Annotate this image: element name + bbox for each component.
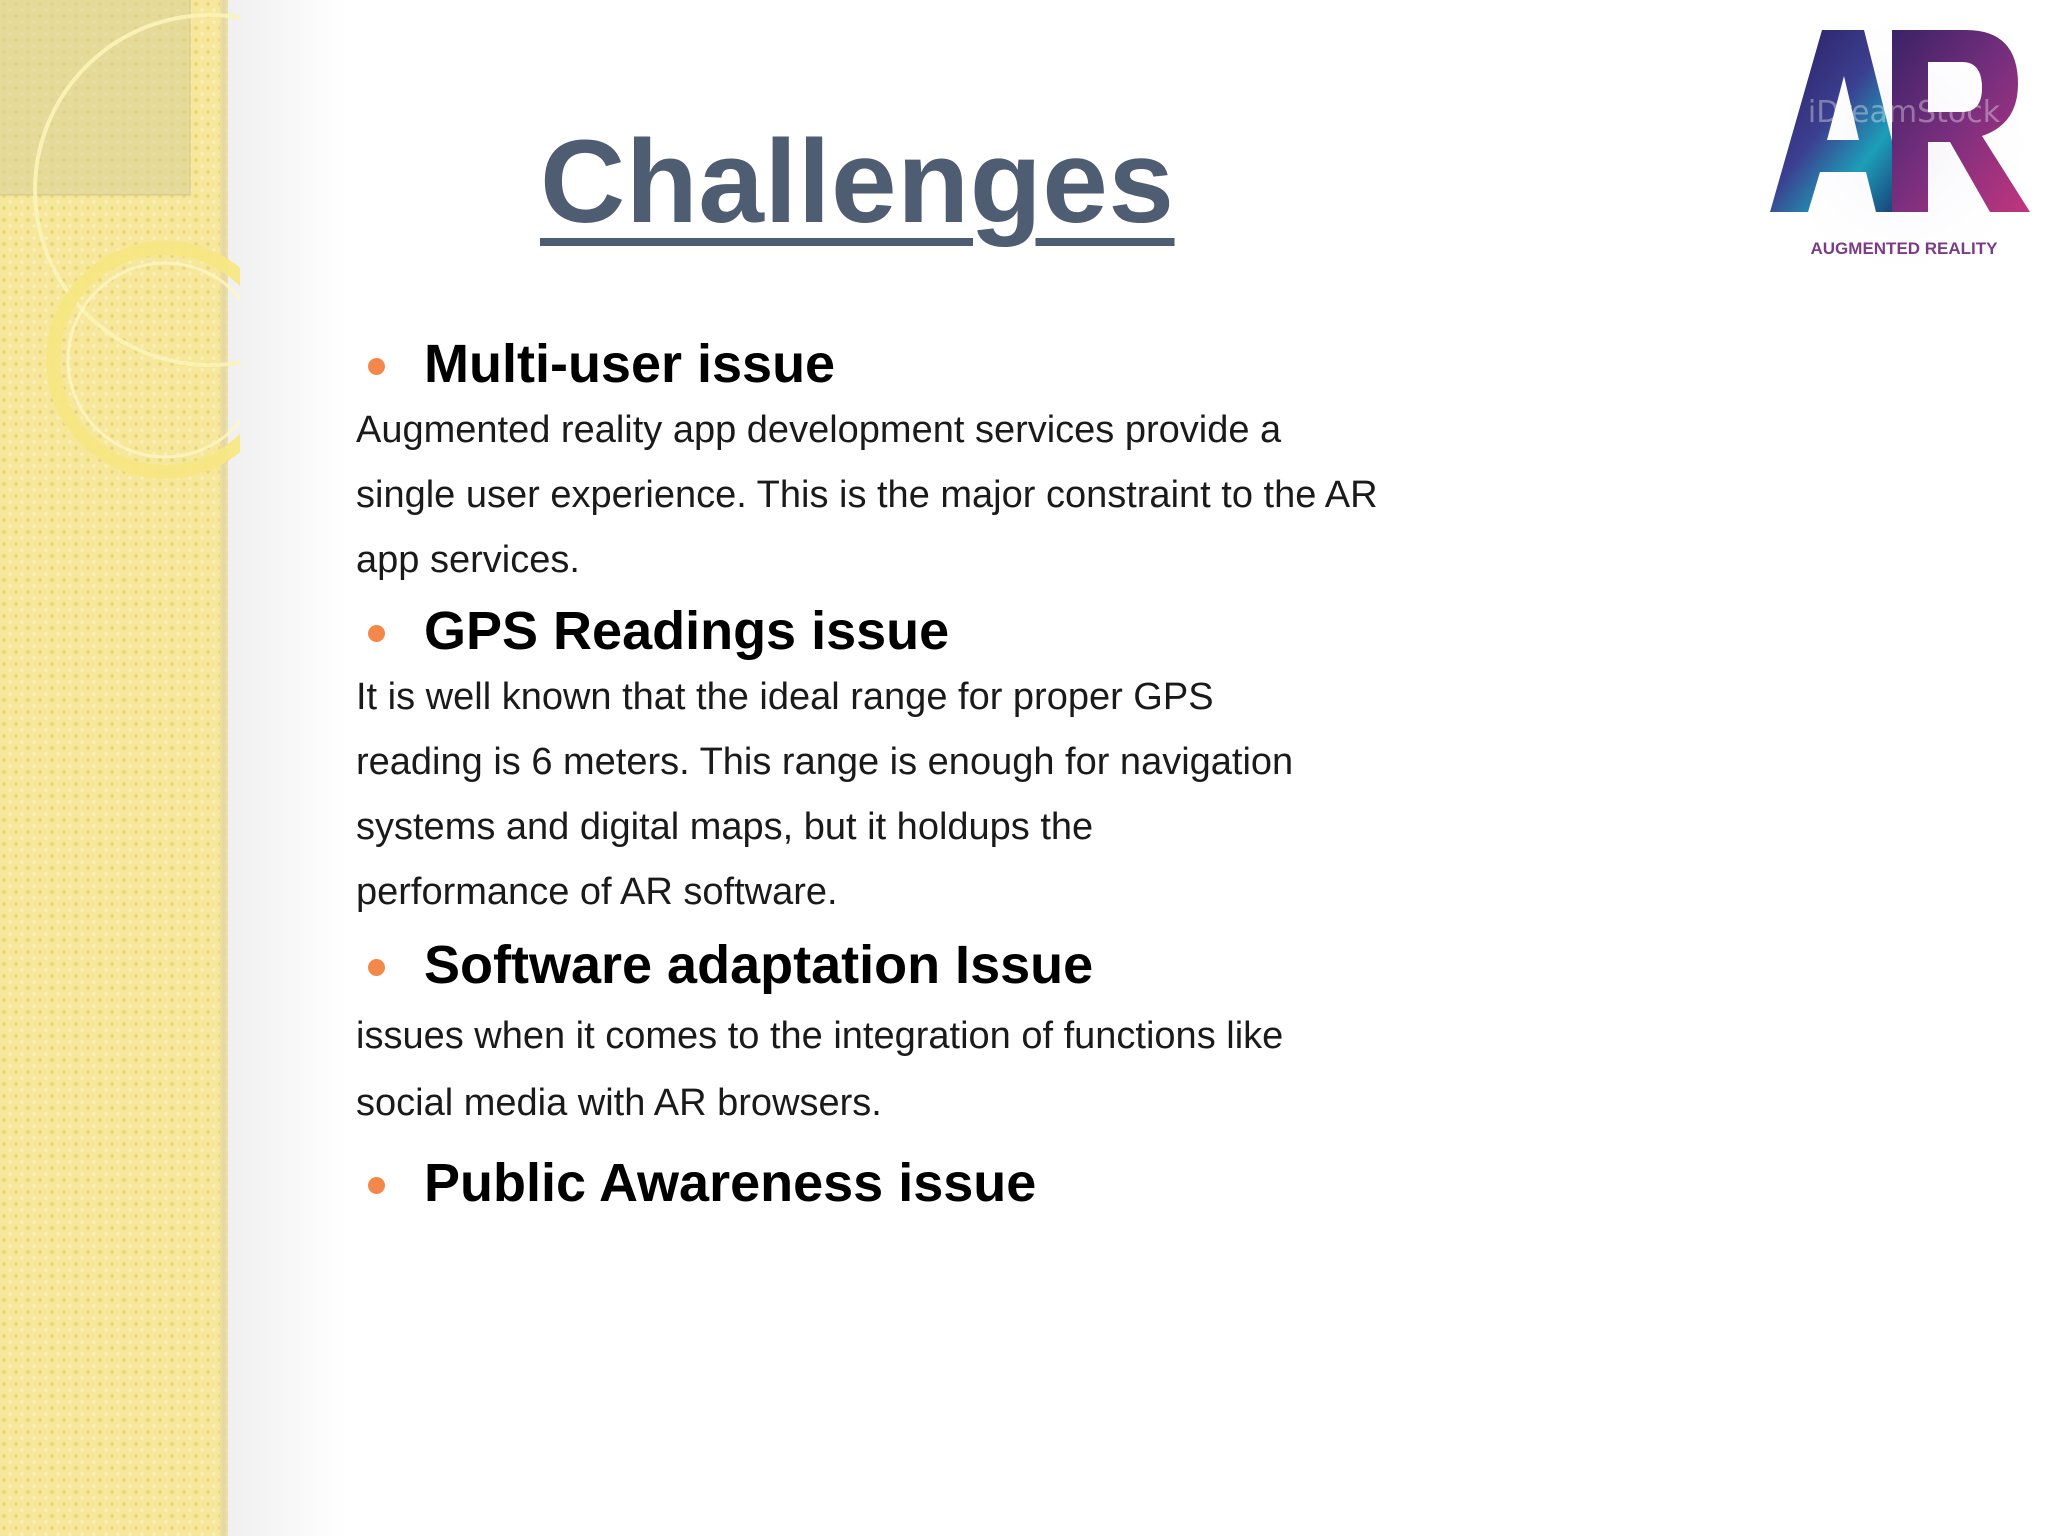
bullet-heading-row: Software adaptation Issue (356, 931, 1496, 999)
bullet-list: Multi-user issue Augmented reality app d… (356, 330, 1496, 1217)
bullet-heading-row: Multi-user issue (356, 330, 1496, 398)
bullet-heading: GPS Readings issue (424, 601, 950, 661)
bullet-heading: Multi-user issue (424, 334, 836, 394)
body-line: issues when it comes to the integration … (356, 1015, 1284, 1057)
bullet-heading: Software adaptation Issue (424, 935, 1094, 995)
body-line: Augmented reality app development servic… (356, 409, 1282, 451)
body-line: It is well known that the ideal range fo… (356, 676, 1214, 718)
bullet-body: issues when it comes to the integration … (356, 1003, 1496, 1137)
svg-text:AUGMENTED REALITY: AUGMENTED REALITY (1811, 239, 1999, 258)
body-line: reading is 6 meters. This range is enoug… (356, 741, 1294, 783)
bullet-body: Augmented reality app development servic… (356, 398, 1496, 593)
decorative-circles (0, 0, 240, 479)
body-line: performance of AR software. (356, 871, 838, 913)
bullet-section-public-awareness: Public Awareness issue (356, 1149, 1496, 1217)
bullet-section-software-adaptation: Software adaptation Issue issues when it… (356, 931, 1496, 1137)
slide-title: Challenges (540, 116, 1175, 248)
body-line: single user experience. This is the majo… (356, 474, 1378, 516)
svg-text:iDreamStock: iDreamStock (1808, 95, 2001, 130)
bullet-heading: Public Awareness issue (424, 1153, 1037, 1213)
body-line: social media with AR browsers. (356, 1082, 882, 1124)
bullet-heading-row: GPS Readings issue (356, 597, 1496, 665)
bullet-heading-row: Public Awareness issue (356, 1149, 1496, 1217)
body-line: app services. (356, 539, 580, 581)
orange-dot-icon (368, 358, 385, 375)
orange-dot-icon (368, 1177, 385, 1194)
ar-logo-icon: iDreamStock AUGMENTED REALITY (1760, 0, 2048, 290)
bullet-section-gps: GPS Readings issue It is well known that… (356, 597, 1496, 925)
orange-dot-icon (368, 959, 385, 976)
body-line: systems and digital maps, but it holdups… (356, 806, 1094, 848)
orange-dot-icon (368, 625, 385, 642)
decorative-band-edge (220, 0, 230, 1536)
decorative-page-shadow (228, 0, 348, 1536)
bullet-body: It is well known that the ideal range fo… (356, 665, 1496, 925)
bullet-section-multi-user: Multi-user issue Augmented reality app d… (356, 330, 1496, 593)
